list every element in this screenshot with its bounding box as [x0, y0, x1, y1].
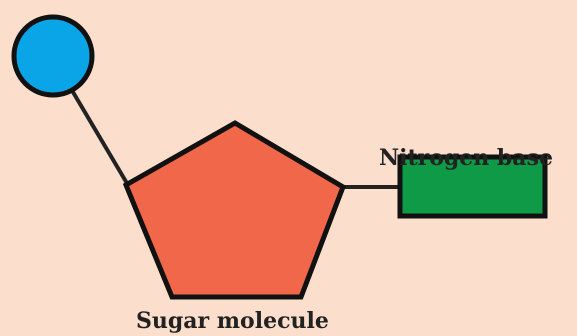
- sugar-pentagon: [122, 120, 347, 300]
- nitrogen-base-rect: [397, 154, 548, 219]
- phosphate-sugar-bond: [68, 85, 130, 187]
- nitrogen-base-label: Nitrogen base: [379, 145, 553, 171]
- phosphate-circle: [11, 14, 95, 98]
- sugar-molecule-label: Sugar molecule: [136, 308, 329, 334]
